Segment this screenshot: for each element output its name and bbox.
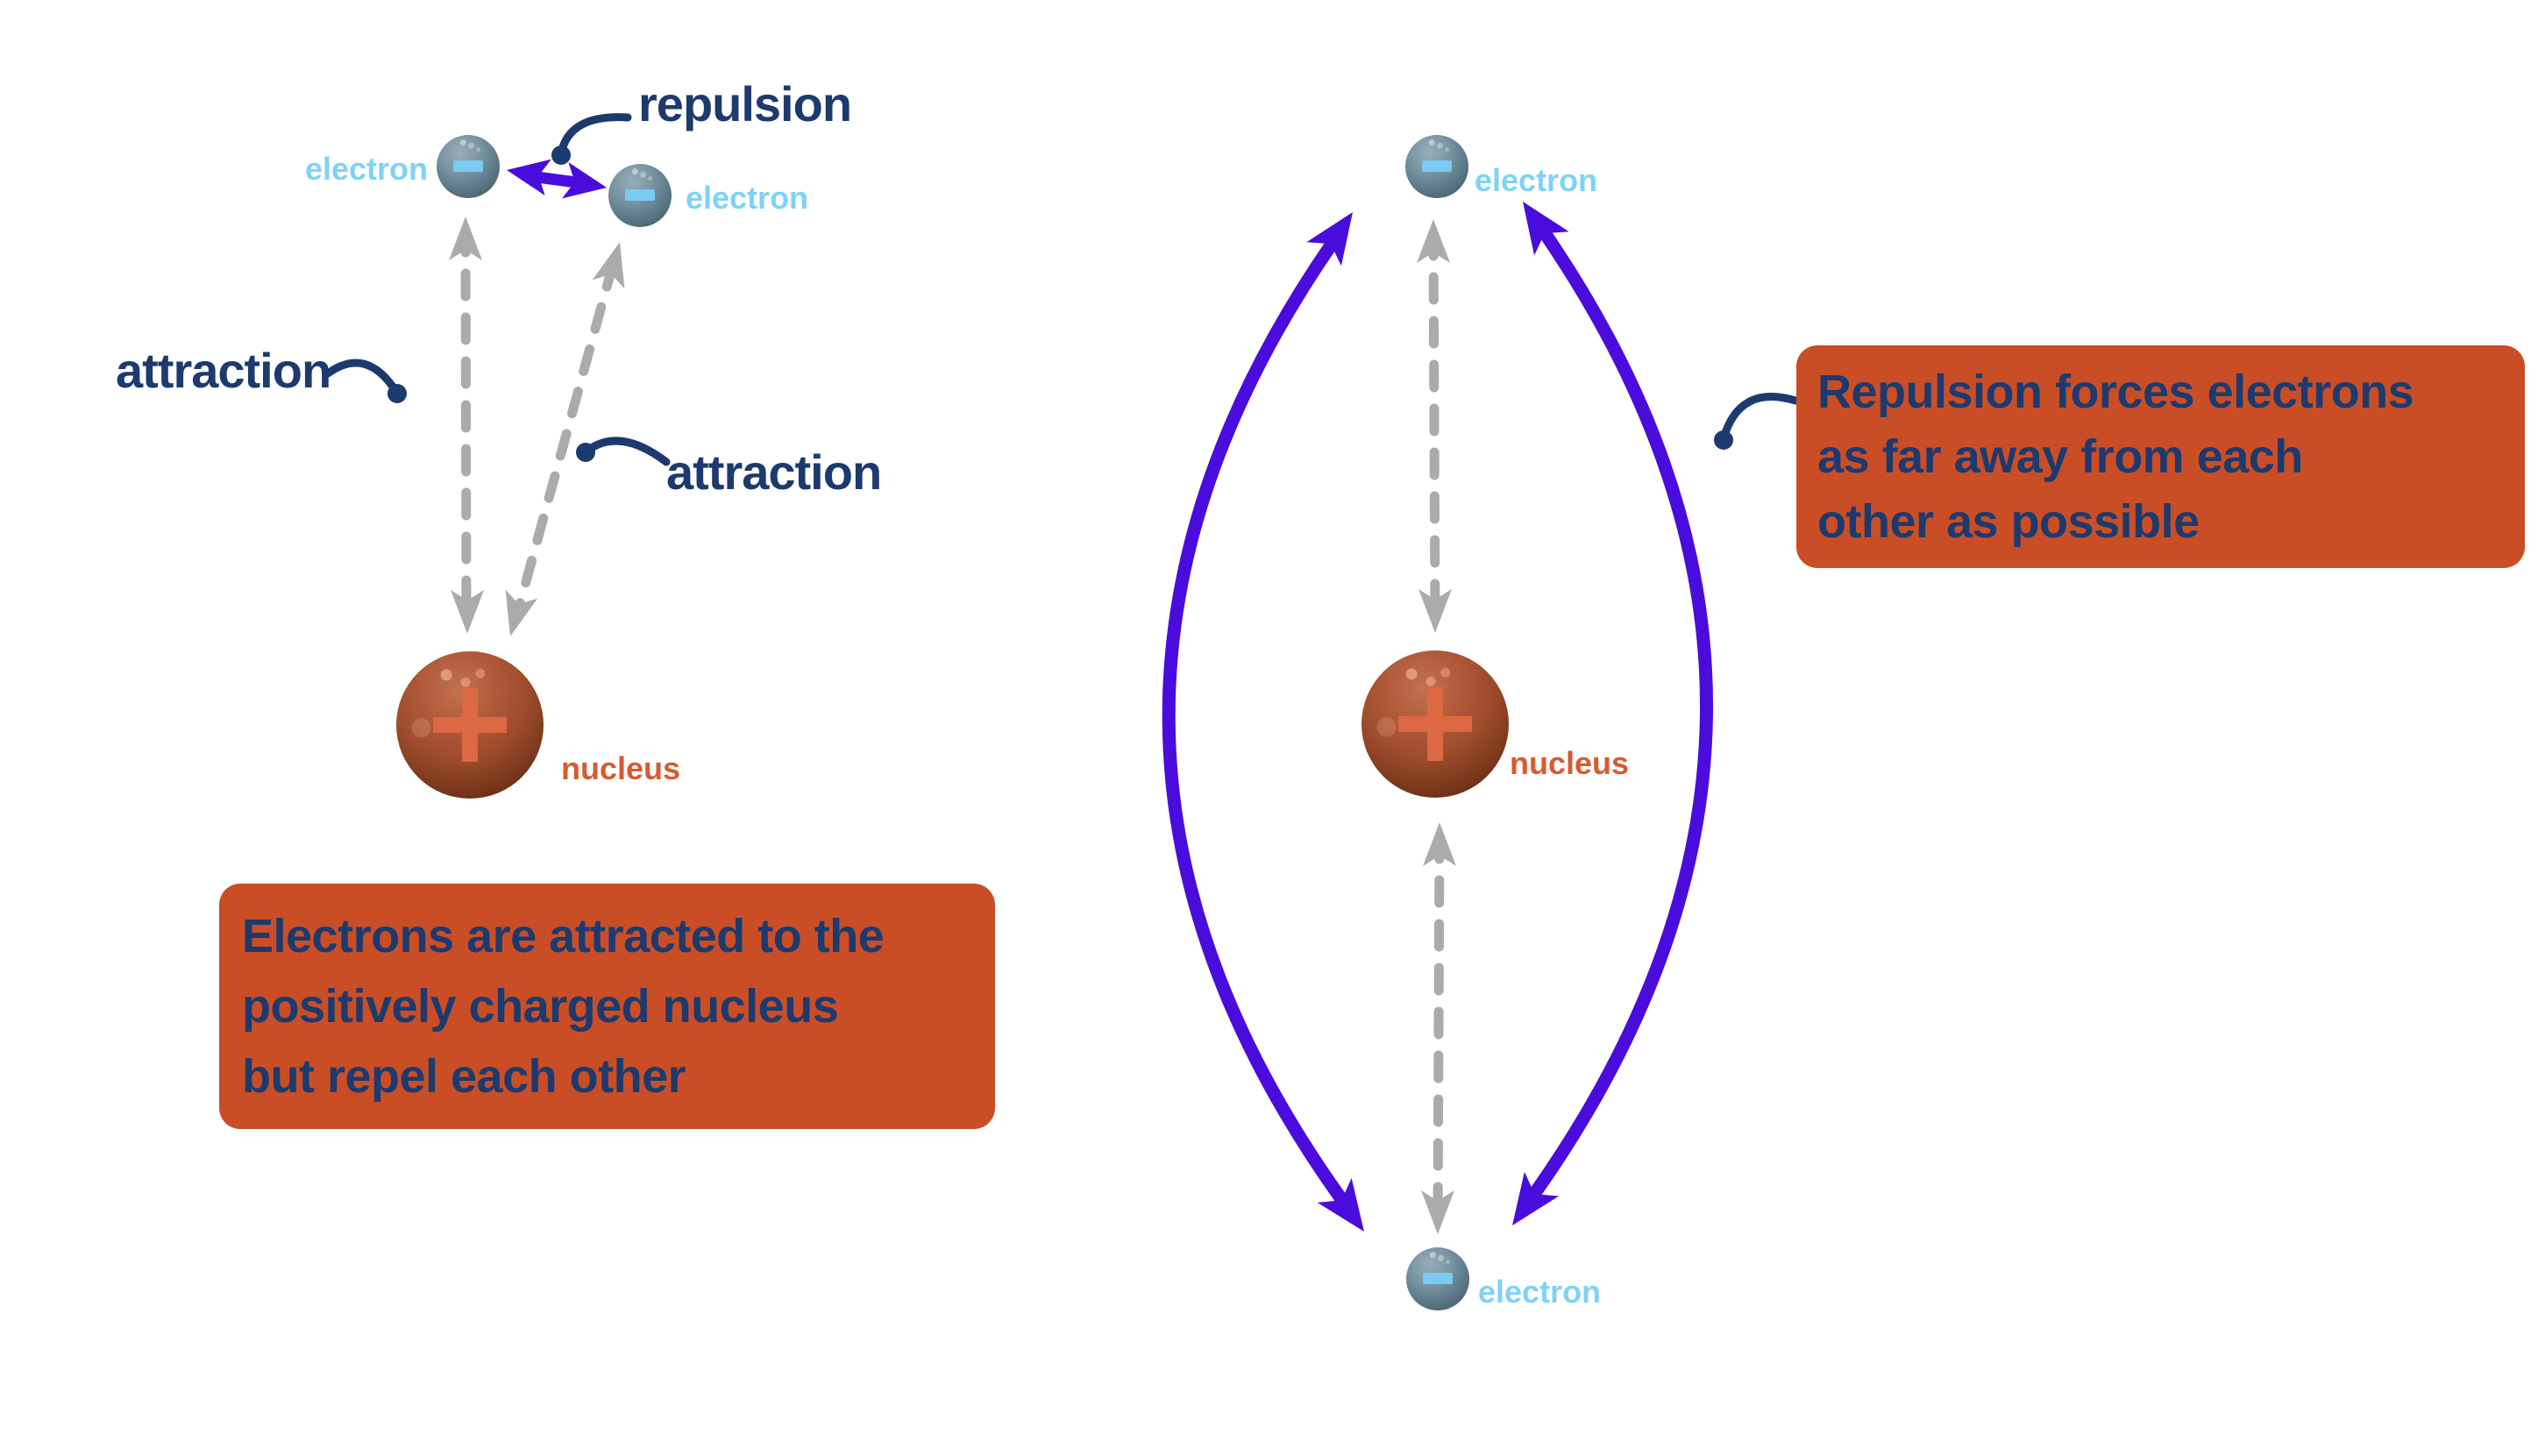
minus-icon <box>1423 1273 1453 1284</box>
electron-sphere-right-bottom <box>1406 1247 1469 1310</box>
repulsion-arc-left <box>1162 200 1382 1245</box>
leader-attraction-2 <box>576 437 671 466</box>
nucleus-label-right: nucleus <box>1510 745 1630 781</box>
minus-icon <box>625 189 655 201</box>
caption-line: Electrons are attracted to the <box>242 910 885 962</box>
nucleus-label-left: nucleus <box>561 750 681 786</box>
electron-sphere-left-2 <box>608 164 672 227</box>
caption-line: as far away from each <box>1817 430 2303 483</box>
caption-line: positively charged nucleus <box>242 980 839 1033</box>
attraction-arrow-left-2 <box>494 238 636 641</box>
repulsion-arc-right <box>1495 189 1713 1238</box>
electron-sphere-right-top <box>1405 135 1468 198</box>
leader-repulsion <box>551 113 632 165</box>
minus-icon <box>1422 160 1452 172</box>
leader-right-caption <box>1714 393 1800 450</box>
electron-label-left-1: electron <box>304 151 428 187</box>
attraction-label-1: attraction <box>116 343 331 398</box>
nucleus-sphere-right <box>1361 650 1509 798</box>
electron-sphere-left-1 <box>437 135 500 198</box>
attraction-arrow-right-bottom <box>1421 822 1456 1234</box>
electron-label-right-top: electron <box>1475 162 1598 198</box>
minus-icon <box>453 160 483 172</box>
electron-label-right-bottom: electron <box>1478 1274 1602 1310</box>
caption-box-left: Electrons are attracted to the positivel… <box>219 884 995 1129</box>
caption-box-right: Repulsion forces electrons as far away f… <box>1796 345 2525 568</box>
attraction-arrow-left-1 <box>449 217 484 634</box>
attraction-label-2: attraction <box>666 444 882 500</box>
repulsion-arrow <box>503 152 610 206</box>
caption-line: other as possible <box>1817 495 2200 548</box>
plus-icon <box>462 688 478 762</box>
caption-line: Repulsion forces electrons <box>1817 366 2414 418</box>
plus-icon <box>1427 687 1443 761</box>
leader-attraction-1 <box>323 359 407 403</box>
electron-label-left-2: electron <box>686 180 809 216</box>
caption-line: but repel each other <box>242 1050 686 1103</box>
repulsion-label: repulsion <box>638 76 852 131</box>
nucleus-sphere-left <box>396 651 544 799</box>
attraction-arrow-right-top <box>1417 219 1452 633</box>
